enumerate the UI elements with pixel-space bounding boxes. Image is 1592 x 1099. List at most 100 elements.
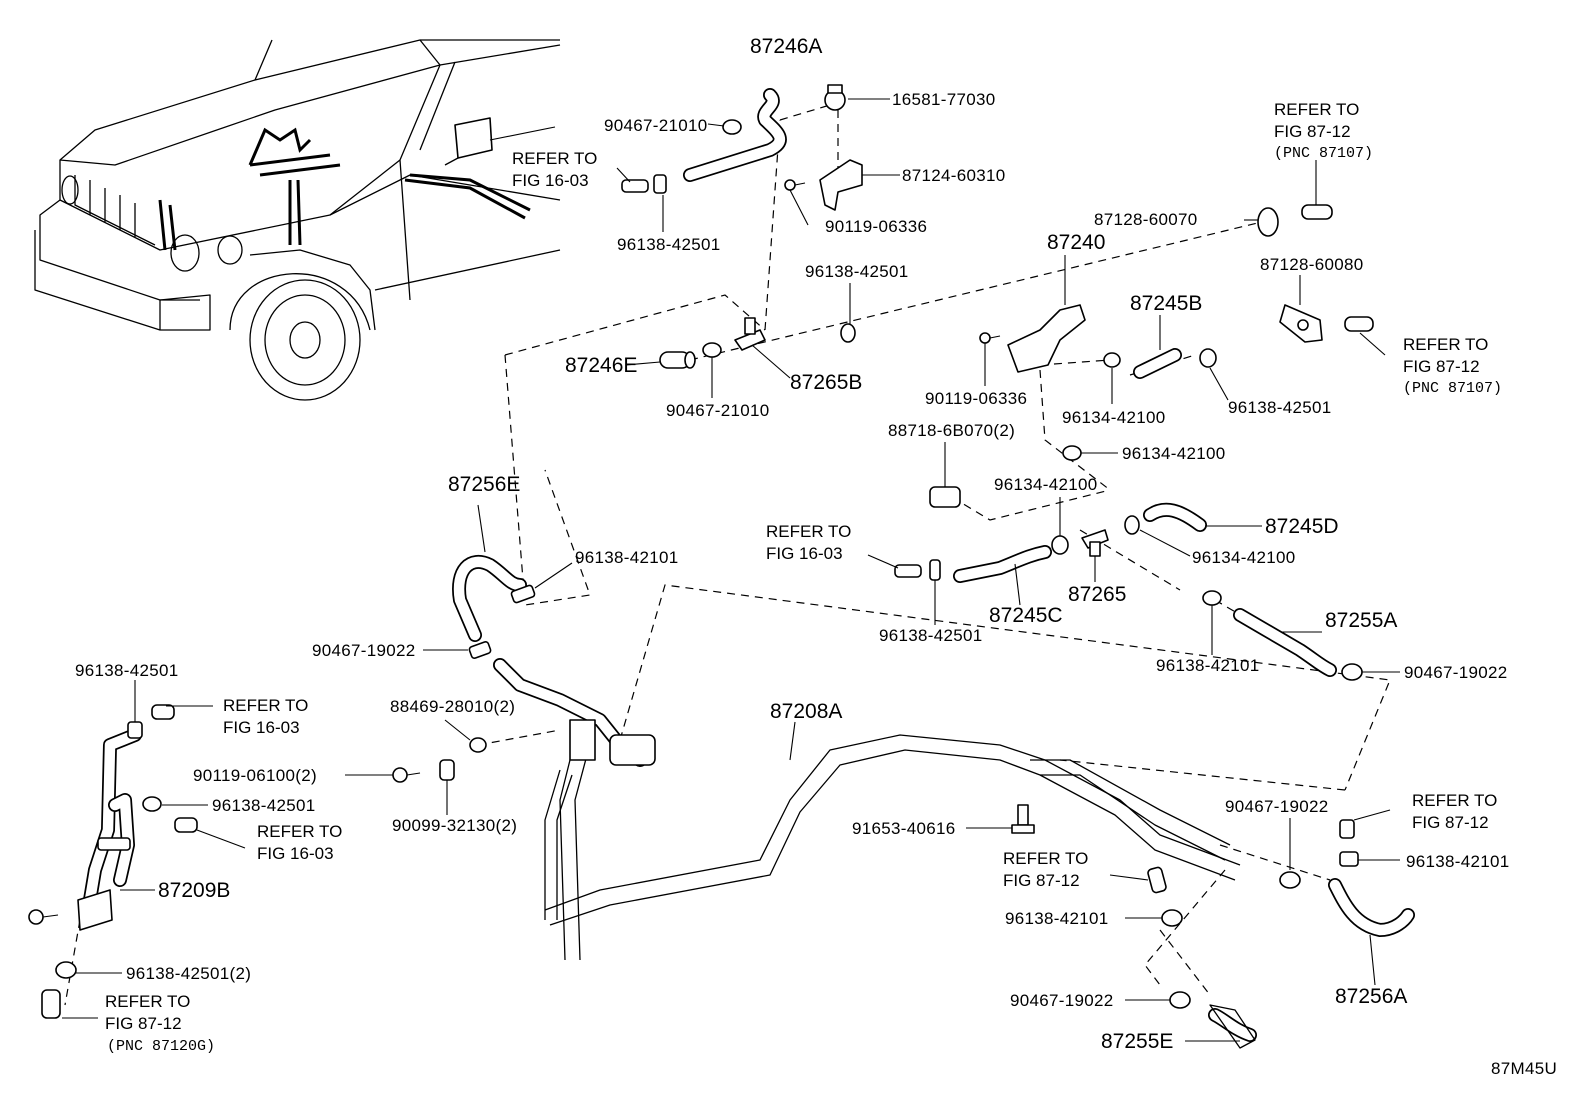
- clamp-96134-42100-c: [1051, 497, 1069, 555]
- label-87240: 87240: [1047, 231, 1105, 254]
- label-96138-42501-left2: 96138-42501: [212, 796, 316, 815]
- refer-to-label: REFER TO: [766, 522, 851, 541]
- clamp-96138-42101-c: [1339, 809, 1400, 867]
- hose-87256E: [452, 504, 573, 642]
- hose-87245D: [1143, 502, 1262, 532]
- refer-to-label: REFER TO: [1403, 335, 1488, 354]
- clamp-90467-19022-b: [423, 640, 492, 660]
- clamp-96138-42101-d: [1125, 909, 1183, 927]
- label-96134-42100-a: 96134-42100: [1062, 408, 1166, 427]
- label-90099-32130: 90099-32130(2): [392, 816, 517, 835]
- label-87265B: 87265B: [790, 371, 862, 394]
- refer-fig-87-12: FIG 87-12: [1403, 357, 1480, 376]
- clip-88718-6B070: [929, 442, 961, 508]
- hose-87255A: [1233, 608, 1337, 677]
- hose-87256A: [1328, 878, 1415, 986]
- refer-fig-16-03: FIG 16-03: [512, 171, 589, 190]
- label-87209B: 87209B: [158, 879, 230, 902]
- hose-87245B: [1133, 315, 1182, 379]
- clamp-96138-42501-mid: [840, 283, 856, 343]
- label-87128-60080: 87128-60080: [1260, 255, 1364, 274]
- label-87245D: 87245D: [1265, 515, 1339, 538]
- label-87245B: 87245B: [1130, 292, 1202, 315]
- label-96138-42501-c: 96138-42501: [879, 626, 983, 645]
- label-96138-42101-c: 96138-42101: [1406, 852, 1510, 871]
- pipe-stub-refer-16-03-top: [616, 167, 667, 232]
- label-96138-42501-top: 96138-42501: [617, 235, 721, 254]
- label-90119-06336-top: 90119-06336: [825, 217, 927, 236]
- label-90467-21010-top: 90467-21010: [604, 116, 708, 135]
- label-87246E: 87246E: [565, 354, 637, 377]
- bolt-90119-06100: [345, 767, 421, 783]
- refer-to-label: REFER TO: [105, 992, 190, 1011]
- bracket-87124-60310: [784, 159, 900, 226]
- refer-pnc-87107: (PNC 87107): [1403, 380, 1502, 397]
- plate-87128-60080: [1279, 275, 1386, 356]
- label-88469-28010: 88469-28010(2): [390, 697, 515, 716]
- label-90119-06100: 90119-06100(2): [193, 766, 317, 785]
- label-96138-42501-2: 96138-42501(2): [126, 964, 251, 983]
- vehicle-front-illustration: [34, 39, 561, 401]
- label-90467-19022-d: 90467-19022: [1010, 991, 1114, 1010]
- label-88718-6B070: 88718-6B070(2): [888, 421, 1015, 440]
- refer-to-label: REFER TO: [223, 696, 308, 715]
- label-96134-42100-d: 96134-42100: [1192, 548, 1296, 567]
- bolt-91653-40616: [966, 804, 1035, 834]
- clamp-96138-42501-right: [1199, 348, 1229, 401]
- label-87256A: 87256A: [1335, 985, 1407, 1008]
- clamp-96138-42501-2: [41, 961, 122, 1019]
- tee-87265: [1081, 529, 1109, 582]
- label-96138-42101-d: 96138-42101: [1005, 909, 1109, 928]
- tee-87265B: [734, 317, 791, 379]
- pipe-stub-refer-16-03-mid: [867, 554, 941, 625]
- label-16581-77030: 16581-77030: [892, 90, 996, 109]
- label-87128-60070: 87128-60070: [1094, 210, 1198, 229]
- label-90467-21010-mid: 90467-21010: [666, 401, 770, 420]
- hose-87209B: [77, 728, 155, 931]
- refer-fig-87-12: FIG 87-12: [1412, 813, 1489, 832]
- refer-fig-87-12: FIG 87-12: [1274, 122, 1351, 141]
- collar-90099-32130: [439, 759, 455, 815]
- label-87256E: 87256E: [448, 473, 520, 496]
- pipe-stub-refer-87-12-low: [1109, 866, 1167, 894]
- refer-fig-87-12: FIG 87-12: [105, 1014, 182, 1033]
- label-90119-06336-mid: 90119-06336: [925, 389, 1027, 408]
- label-96138-42501-left1: 96138-42501: [75, 661, 179, 680]
- grommet-87128-60070: [1244, 160, 1333, 237]
- clamp-90467-19022-d: [1125, 991, 1191, 1009]
- clamp-90467-19022-a: [1341, 663, 1400, 681]
- grouping-dashed-lines: [64, 104, 1391, 1006]
- refer-fig-16-03: FIG 16-03: [257, 844, 334, 863]
- refer-to-label: REFER TO: [1412, 791, 1497, 810]
- label-90467-19022-a: 90467-19022: [1404, 663, 1508, 682]
- label-96138-42501-right: 96138-42501: [1228, 398, 1332, 417]
- label-90467-19022-b: 90467-19022: [312, 641, 416, 660]
- label-90467-19022-c: 90467-19022: [1225, 797, 1329, 816]
- diagram-code: 87M45U: [1491, 1059, 1557, 1078]
- hose-87245C: [953, 545, 1052, 606]
- refer-to-label: REFER TO: [1274, 100, 1359, 119]
- hose-87255E: [1185, 1004, 1257, 1049]
- clamp-96138-42101-b: [1202, 590, 1222, 655]
- label-96138-42101-a: 96138-42101: [575, 548, 679, 567]
- refer-pnc-87107: (PNC 87107): [1274, 145, 1373, 162]
- clamp-96134-42100-d: [1124, 515, 1191, 557]
- clamp-96138-42501-left1: [127, 680, 213, 739]
- label-96138-42501-mid: 96138-42501: [805, 262, 909, 281]
- refer-to-label: REFER TO: [257, 822, 342, 841]
- label-87255A: 87255A: [1325, 609, 1397, 632]
- clamp-96134-42100-b: [1062, 445, 1118, 461]
- pipe-assy-87208A: [493, 658, 1241, 961]
- clamp-90467-19022-c: [1279, 818, 1301, 889]
- clamp-90467-21010-top: [707, 119, 742, 135]
- label-87208A: 87208A: [770, 700, 842, 723]
- refer-fig-16-03: FIG 16-03: [766, 544, 843, 563]
- hose-87246E: [625, 342, 722, 398]
- hose-87246A: [683, 88, 787, 182]
- refer-to-label: REFER TO: [512, 149, 597, 168]
- label-96134-42100-b: 96134-42100: [1122, 444, 1226, 463]
- label-87265: 87265: [1068, 583, 1126, 606]
- refer-fig-16-03: FIG 16-03: [223, 718, 300, 737]
- refer-to-label: REFER TO: [1003, 849, 1088, 868]
